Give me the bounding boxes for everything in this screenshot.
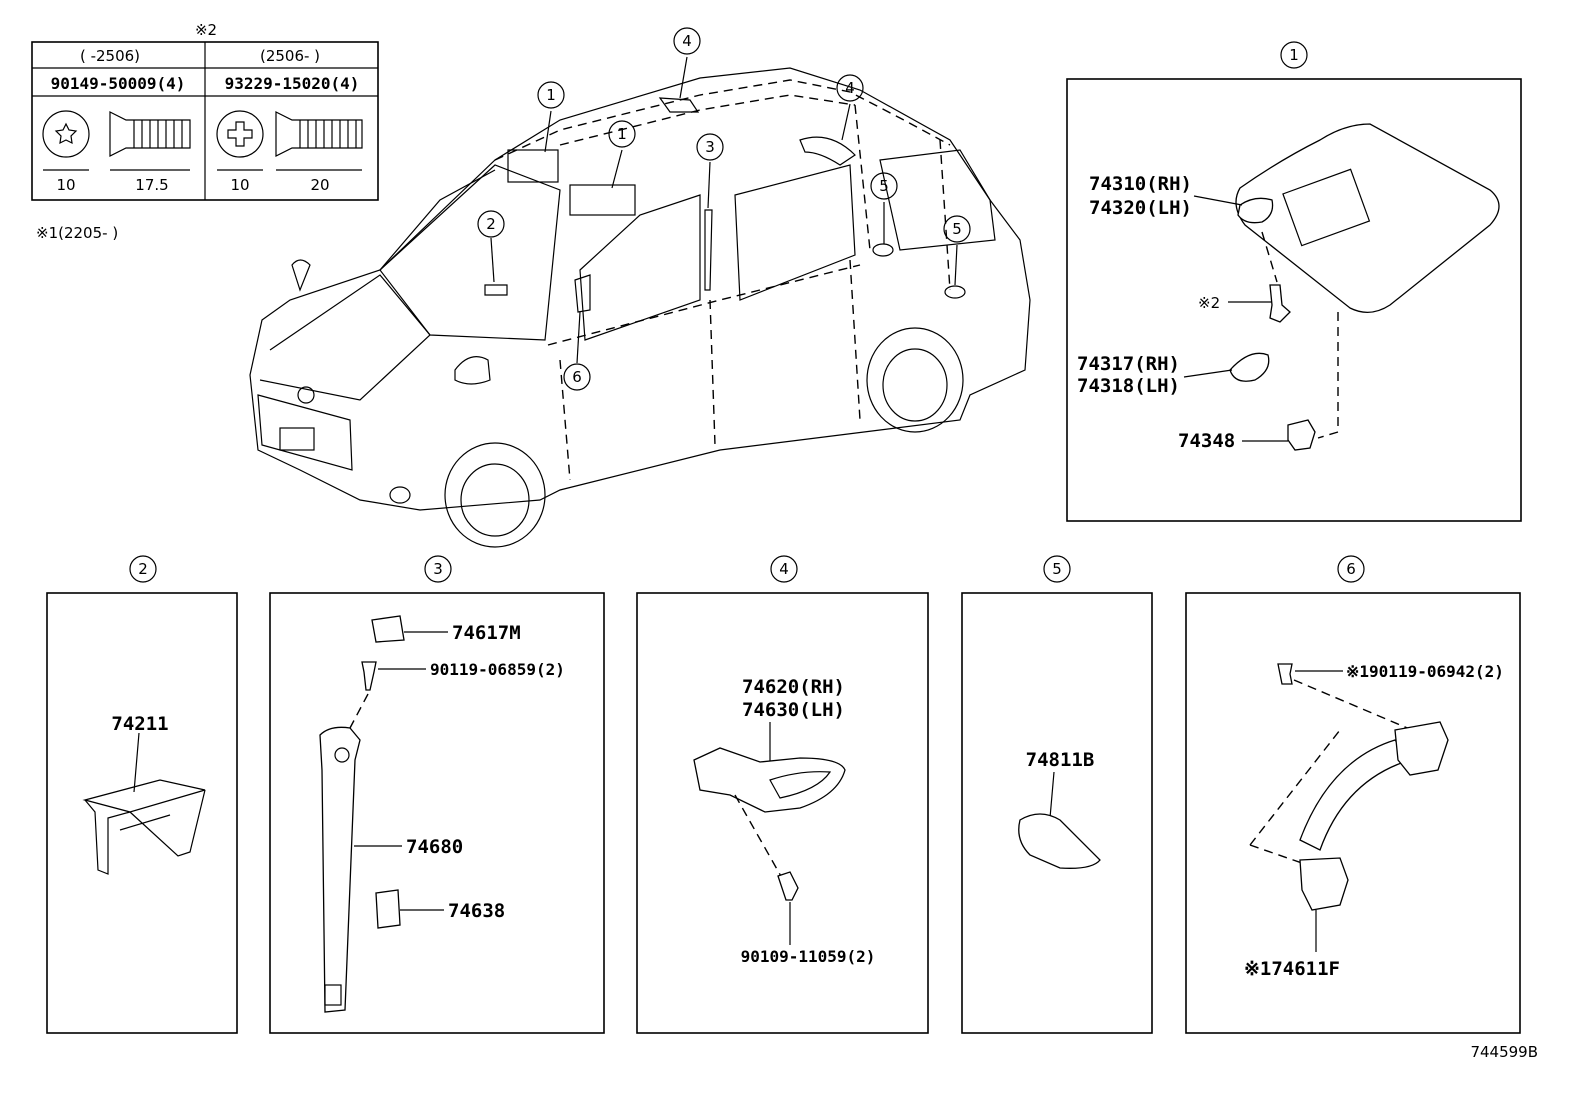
label-note2: ※2 — [1198, 294, 1220, 312]
panel-4: 4 74620(RH) 74630(LH) 90109-11059(2) — [636, 555, 929, 1034]
label-74611F: ※174611F — [1244, 958, 1340, 980]
callout-2: 2 — [477, 210, 505, 238]
svg-text:1: 1 — [617, 125, 627, 143]
part-assist-grip-74611F — [1299, 739, 1412, 851]
svg-text:3: 3 — [705, 138, 715, 156]
label-74317: 74317(RH) — [1077, 353, 1180, 375]
callout-5a: 5 — [870, 172, 898, 200]
label-74318: 74318(LH) — [1077, 375, 1180, 397]
label-74680: 74680 — [406, 836, 463, 858]
bolt-part — [1277, 663, 1293, 685]
vanity-mirror — [1282, 168, 1371, 247]
table-col2-range: (2506- ) — [260, 47, 320, 65]
callout-5b: 5 — [943, 215, 971, 243]
table-col1-part: 90149-50009(4) — [51, 74, 186, 93]
svg-text:5: 5 — [879, 177, 889, 195]
diagram-code: 744599B — [1470, 1043, 1538, 1061]
panel-1-number: 1 — [1289, 46, 1299, 64]
label-74638: 74638 — [448, 900, 505, 922]
note-1: ※1(2205- ) — [36, 224, 118, 242]
part-74211 — [82, 779, 206, 813]
label-74310: 74310(RH) — [1089, 173, 1192, 195]
dim-col2-length: 20 — [310, 176, 329, 194]
label-90119-06859: 90119-06859(2) — [430, 660, 565, 679]
panel-5: 5 74811B — [961, 555, 1153, 1034]
torx-screw-head-icon — [42, 110, 90, 158]
svg-text:5: 5 — [952, 220, 962, 238]
label-74211: 74211 — [111, 713, 168, 735]
sun-visor-part — [1235, 123, 1500, 313]
svg-text:4: 4 — [682, 32, 692, 50]
label-74630: 74630(LH) — [742, 699, 845, 721]
bolt-part — [777, 871, 799, 901]
panel-2: 2 74211 — [46, 555, 238, 1034]
label-90109-11059: 90109-11059(2) — [741, 947, 876, 966]
callout-1b: 1 — [608, 120, 636, 148]
part-74811B — [1018, 813, 1101, 869]
label-90119-06942: ※190119-06942(2) — [1346, 662, 1504, 681]
panel-1-sun-visor: 1 74310(RH) 74320(LH) ※2 74317(RH) 74318… — [1066, 41, 1522, 522]
label-74320: 74320(LH) — [1089, 197, 1192, 219]
visor-holder-part — [1287, 419, 1316, 451]
panel-2-number: 2 — [138, 560, 148, 578]
screw-part — [1269, 284, 1291, 323]
callout-1a: 1 — [537, 81, 565, 109]
panel-6-number: 6 — [1346, 560, 1356, 578]
label-74348: 74348 — [1178, 430, 1235, 452]
dim-col1-head: 10 — [56, 176, 75, 194]
part-74638 — [375, 889, 401, 929]
screw-side-icon — [275, 111, 363, 157]
bolt-part — [361, 661, 377, 691]
visor-cover-part — [1229, 352, 1270, 382]
vehicle-illustration — [249, 56, 1031, 548]
callout-3: 3 — [696, 133, 724, 161]
callout-4b: 4 — [836, 74, 864, 102]
screw-side-icon — [109, 111, 191, 157]
dim-col2-head: 10 — [230, 176, 249, 194]
label-74620: 74620(RH) — [742, 676, 845, 698]
table-note-mark: ※2 — [195, 21, 217, 39]
table-col1-range: ( -2506) — [80, 47, 140, 65]
panel-5-number: 5 — [1052, 560, 1062, 578]
callout-4a: 4 — [673, 27, 701, 55]
callout-6: 6 — [563, 363, 591, 391]
dim-col1-length: 17.5 — [135, 176, 168, 194]
phillips-screw-head-icon — [216, 110, 264, 158]
svg-text:2: 2 — [486, 215, 496, 233]
part-74680 — [319, 726, 361, 1013]
svg-text:4: 4 — [845, 79, 855, 97]
table-col2-part: 93229-15020(4) — [225, 74, 360, 93]
label-74617M: 74617M — [452, 622, 521, 644]
part-74617M — [371, 615, 405, 643]
panel-6: 6 ※190119-06942(2) ※174611F — [1185, 555, 1521, 1034]
fastener-table: ※2 ( -2506) (2506- ) 90149-50009(4) 9322… — [31, 21, 379, 201]
panel-3-number: 3 — [433, 560, 443, 578]
panel-4-number: 4 — [779, 560, 789, 578]
label-74811B: 74811B — [1026, 749, 1095, 771]
svg-text:6: 6 — [572, 368, 582, 386]
panel-3: 3 74617M 90119-06859(2) 74680 74638 — [269, 555, 605, 1034]
svg-text:1: 1 — [546, 86, 556, 104]
